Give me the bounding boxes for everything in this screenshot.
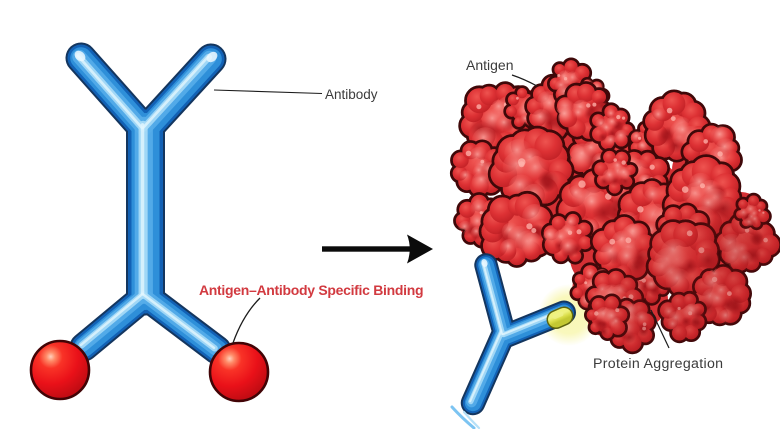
svg-text:Antigen: Antigen bbox=[466, 57, 513, 73]
svg-text:Protein Aggregation: Protein Aggregation bbox=[593, 356, 723, 372]
svg-text:Antibody: Antibody bbox=[325, 87, 378, 102]
svg-text:Antigen–Antibody Specific Bind: Antigen–Antibody Specific Binding bbox=[199, 282, 423, 298]
